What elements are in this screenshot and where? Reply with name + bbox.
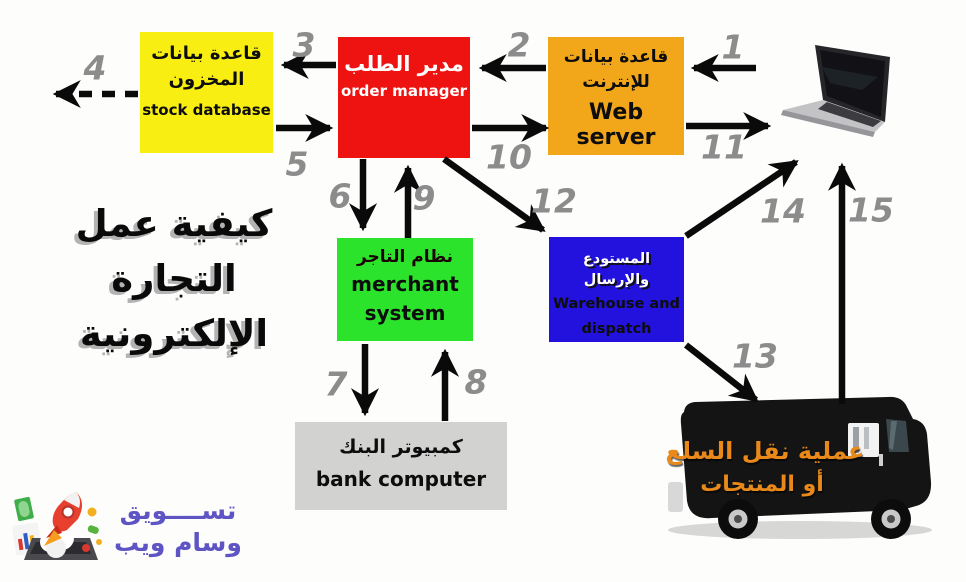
bank-computer-arabic-label: كمبيوتر البنك [339,436,463,458]
web-server-box: قاعدة بيانات للإنترنت Web server [548,37,684,155]
stock-database-english-label: stock database [142,101,271,120]
order-manager-english-label: order manager [340,82,468,101]
arrow-label-1: 1 [721,27,745,67]
web-server-arabic-line2: للإنترنت [582,71,650,92]
arrow-label-7: 7 [324,364,348,404]
diagram-title: كيفية عمل التجارة الإلكترونية [38,196,310,361]
arrow-label-11: 11 [701,127,747,167]
merchant-system-english-line1: merchant [351,271,459,296]
arrow-label-13: 13 [732,336,778,376]
laptop-image [781,45,890,137]
arrow-label-4: 4 [83,48,107,88]
warehouse-english-line1: Warehouse and [553,296,680,313]
delivery-truck-image [668,396,932,539]
logo-text-line1: تســــويق [119,495,237,525]
logo-icon [12,492,102,560]
truck-arabic-line2: أو المنتجات [700,472,824,497]
order-manager-arabic-label: مدير الطلب [344,52,464,76]
merchant-system-arabic-label: نظام التاجر [356,247,454,267]
arrow-label-6: 6 [328,176,352,216]
stock-database-arabic-line2: المخزون [168,69,245,91]
arrow-label-3: 3 [292,25,316,65]
logo-text-line2: وسام ويب [114,528,242,557]
order-manager-box: مدير الطلب order manager [338,37,470,158]
merchant-system-box: نظام التاجر merchant system [337,238,473,341]
logo-text: تســــويق وسام ويب [114,495,242,560]
truck-arabic-line1: عملية نقل السلع [665,437,865,465]
web-server-english-label: Web server [576,100,656,151]
bank-computer-english-label: bank computer [315,466,487,491]
warehouse-english-line2: dispatch [581,321,652,338]
arrow-label-5: 5 [285,144,309,184]
web-server-arabic-line1: قاعدة بيانات [563,47,669,67]
title-line1: كيفية عمل [75,202,273,245]
arrow-label-8: 8 [464,362,488,402]
warehouse-dispatch-box: المستودع والإرسال Warehouse and dispatch [549,237,684,342]
arrow-label-2: 2 [507,25,531,65]
title-line2: التجارة [111,257,237,300]
warehouse-arabic-label: المستودع والإرسال [582,251,651,289]
arrow-label-12: 12 [531,181,577,221]
watermark-logo: تســــويق وسام ويب [12,486,244,568]
arrow-label-10: 10 [486,137,532,177]
bank-computer-box: كمبيوتر البنك bank computer [295,422,507,510]
merchant-system-english-line2: system [364,300,446,325]
stock-database-box: قاعدة بيانات المخزون stock database [140,32,273,153]
title-line3: الإلكترونية [79,312,269,355]
arrow-label-15: 15 [848,190,894,230]
stock-database-arabic-line1: قاعدة بيانات [151,43,262,64]
arrow-label-14: 14 [760,191,806,231]
arrow-label-9: 9 [412,178,436,218]
